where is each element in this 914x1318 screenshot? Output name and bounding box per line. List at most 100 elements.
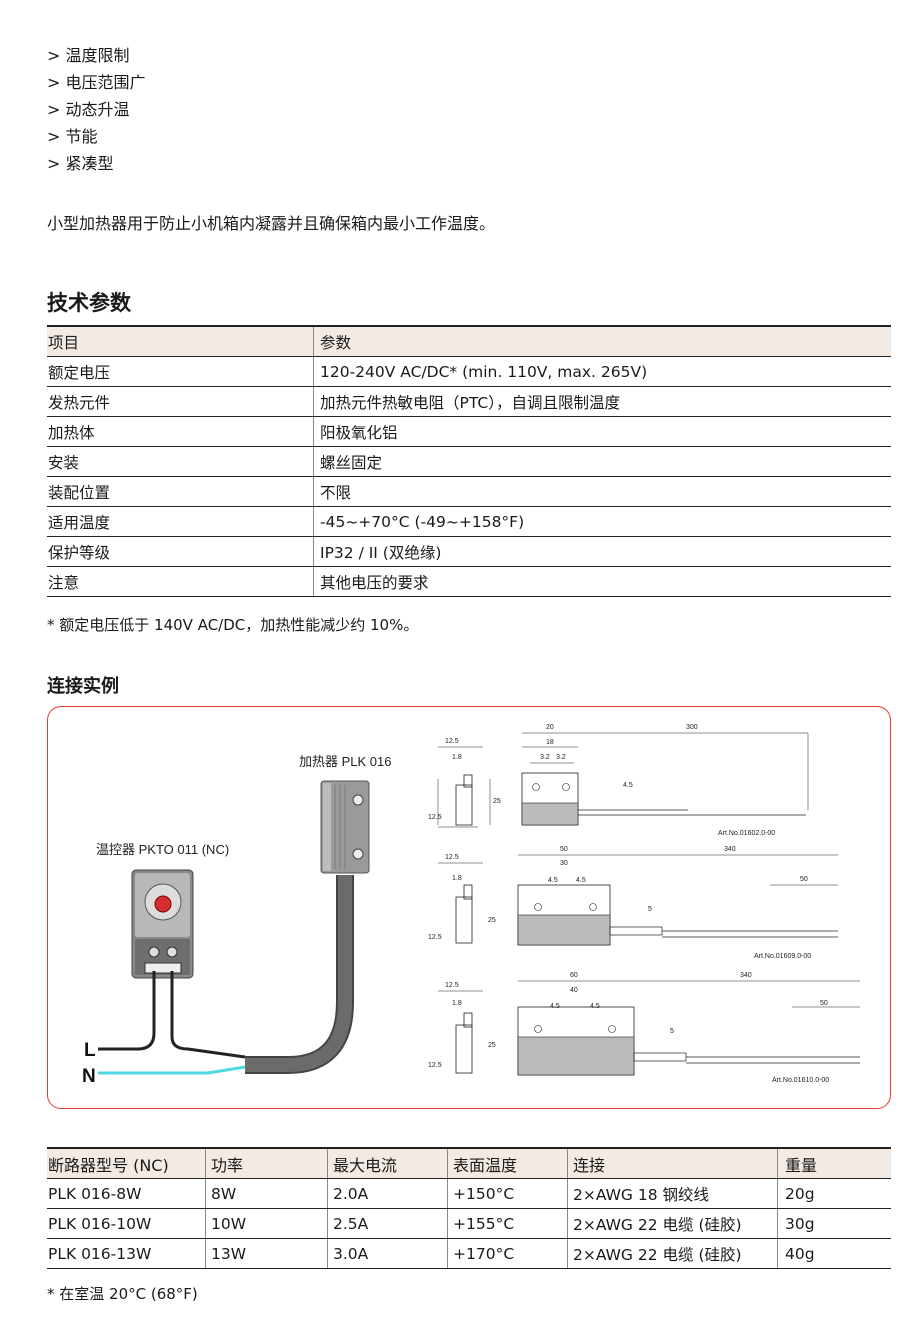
connection-diagram-panel: 加热器 PLK 016 温控器 PKTO 011 (NC)	[47, 706, 891, 1109]
heater-cable	[245, 875, 354, 1074]
cell-weight: 20g	[777, 1178, 891, 1209]
cell-model: PLK 016-13W	[47, 1238, 206, 1269]
cell-power: 8W	[205, 1178, 328, 1209]
feature-item: > 电压范围广	[47, 73, 146, 92]
spec-value: -45~+70°C (-49~+158°F)	[313, 506, 891, 537]
cell-power: 13W	[205, 1238, 328, 1269]
table-row: 安装螺丝固定	[47, 446, 891, 477]
wire-n	[98, 1065, 246, 1075]
col-power: 功率	[205, 1147, 328, 1179]
cell-power: 10W	[205, 1208, 328, 1239]
dim-label: 25	[488, 1042, 496, 1049]
feature-item: > 温度限制	[47, 46, 130, 65]
table-row: PLK 016-10W 10W 2.5A +155°C 2×AWG 22 电缆 …	[47, 1208, 891, 1239]
spec-header-row: 项目 参数	[47, 325, 891, 357]
col-model: 断路器型号 (NC)	[47, 1147, 206, 1179]
dim-label: 12.5	[445, 854, 459, 861]
product-table: 断路器型号 (NC) 功率 最大电流 表面温度 连接 重量 PLK 016-8W…	[47, 1147, 891, 1269]
dim-label: 1.8	[452, 875, 462, 882]
spec-key: 装配位置	[47, 476, 314, 507]
spec-key: 保护等级	[47, 536, 314, 567]
col-connection: 连接	[567, 1147, 778, 1179]
dim-label: 18	[546, 739, 554, 746]
dim-label: 25	[488, 917, 496, 924]
dim-label: 340	[740, 972, 752, 979]
dim-label: 25	[493, 798, 501, 805]
cell-surface-temp: +170°C	[447, 1238, 568, 1269]
dim-label: 12.5	[428, 814, 442, 821]
dim-label: 4.5	[576, 877, 586, 884]
product-footnote: * 在室温 20°C (68°F)	[47, 1285, 198, 1303]
col-weight: 重量	[777, 1147, 891, 1179]
spec-header-item: 项目	[47, 325, 314, 357]
spec-value: 120-240V AC/DC* (min. 110V, max. 265V)	[313, 356, 891, 387]
dim-label: 300	[686, 724, 698, 731]
dim-label: 1.8	[452, 754, 462, 761]
dim-label: 3.2	[556, 754, 566, 761]
table-row: PLK 016-8W 8W 2.0A +150°C 2×AWG 18 钢绞线 2…	[47, 1178, 891, 1209]
dim-label: 4.5	[550, 1003, 560, 1010]
cell-current: 2.0A	[327, 1178, 448, 1209]
connection-heading: 连接实例	[47, 676, 119, 697]
dim-label: 5	[670, 1028, 674, 1035]
feature-item: > 紧凑型	[47, 154, 114, 173]
dim-label: 50	[820, 1000, 828, 1007]
cell-weight: 30g	[777, 1208, 891, 1239]
cell-connection: 2×AWG 22 电缆 (硅胶)	[567, 1208, 778, 1239]
cell-weight: 40g	[777, 1238, 891, 1269]
dim-label: 12.5	[428, 934, 442, 941]
spec-key: 注意	[47, 566, 314, 597]
table-row: 加热体阳极氧化铝	[47, 416, 891, 447]
dim-label: 12.5	[445, 738, 459, 745]
spec-footnote: * 额定电压低于 140V AC/DC，加热性能减少约 10%。	[47, 616, 419, 634]
product-header-row: 断路器型号 (NC) 功率 最大电流 表面温度 连接 重量	[47, 1147, 891, 1179]
spec-heading: 技术参数	[47, 291, 131, 315]
cell-model: PLK 016-8W	[47, 1178, 206, 1209]
spec-value: 不限	[313, 476, 891, 507]
feature-list: > 温度限制 > 电压范围广 > 动态升温 > 节能 > 紧凑型	[47, 42, 146, 177]
dim-label: 40	[570, 987, 578, 994]
table-row: 适用温度-45~+70°C (-49~+158°F)	[47, 506, 891, 537]
dim-label: 4.5	[623, 782, 633, 789]
spec-key: 适用温度	[47, 506, 314, 537]
spec-key: 加热体	[47, 416, 314, 447]
spec-value: 阳极氧化铝	[313, 416, 891, 447]
dim-label: 5	[648, 906, 652, 913]
connection-diagram: 加热器 PLK 016 温控器 PKTO 011 (NC)	[82, 724, 860, 1087]
col-current: 最大电流	[327, 1147, 448, 1179]
dim-label: 50	[560, 846, 568, 853]
wire-n-label: N	[82, 1066, 96, 1087]
spec-key: 安装	[47, 446, 314, 477]
thermostat-label: 温控器 PKTO 011 (NC)	[96, 842, 229, 857]
col-surface-temp: 表面温度	[447, 1147, 568, 1179]
dim-label: 340	[724, 846, 736, 853]
spec-header-param: 参数	[313, 325, 891, 357]
feature-item: > 动态升温	[47, 100, 130, 119]
art-no-3: Art.No.01610.0-00	[772, 1077, 829, 1084]
art-no-2: Art.No.01609.0-00	[754, 953, 811, 960]
spec-key: 额定电压	[47, 356, 314, 387]
spec-value: 其他电压的要求	[313, 566, 891, 597]
dim-label: 20	[546, 724, 554, 731]
cell-current: 2.5A	[327, 1208, 448, 1239]
spec-value: IP32 / II (双绝缘)	[313, 536, 891, 567]
art-no-1: Art.No.01602.0-00	[718, 830, 775, 837]
dim-label: 60	[570, 972, 578, 979]
wire-l-label: L	[84, 1040, 96, 1061]
cell-connection: 2×AWG 22 电缆 (硅胶)	[567, 1238, 778, 1269]
dim-label: 12.5	[428, 1062, 442, 1069]
intro-text: 小型加热器用于防止小机箱内凝露并且确保箱内最小工作温度。	[47, 214, 496, 233]
dim-label: 1.8	[452, 1000, 462, 1007]
dim-label: 4.5	[590, 1003, 600, 1010]
dim-label: 50	[800, 876, 808, 883]
spec-value: 加热元件热敏电阻（PTC），自调且限制温度	[313, 386, 891, 417]
cell-current: 3.0A	[327, 1238, 448, 1269]
cell-surface-temp: +155°C	[447, 1208, 568, 1239]
dim-label: 30	[560, 860, 568, 867]
technical-drawing-2	[438, 854, 838, 946]
table-row: 发热元件加热元件热敏电阻（PTC），自调且限制温度	[47, 386, 891, 417]
cell-connection: 2×AWG 18 钢绞线	[567, 1178, 778, 1209]
